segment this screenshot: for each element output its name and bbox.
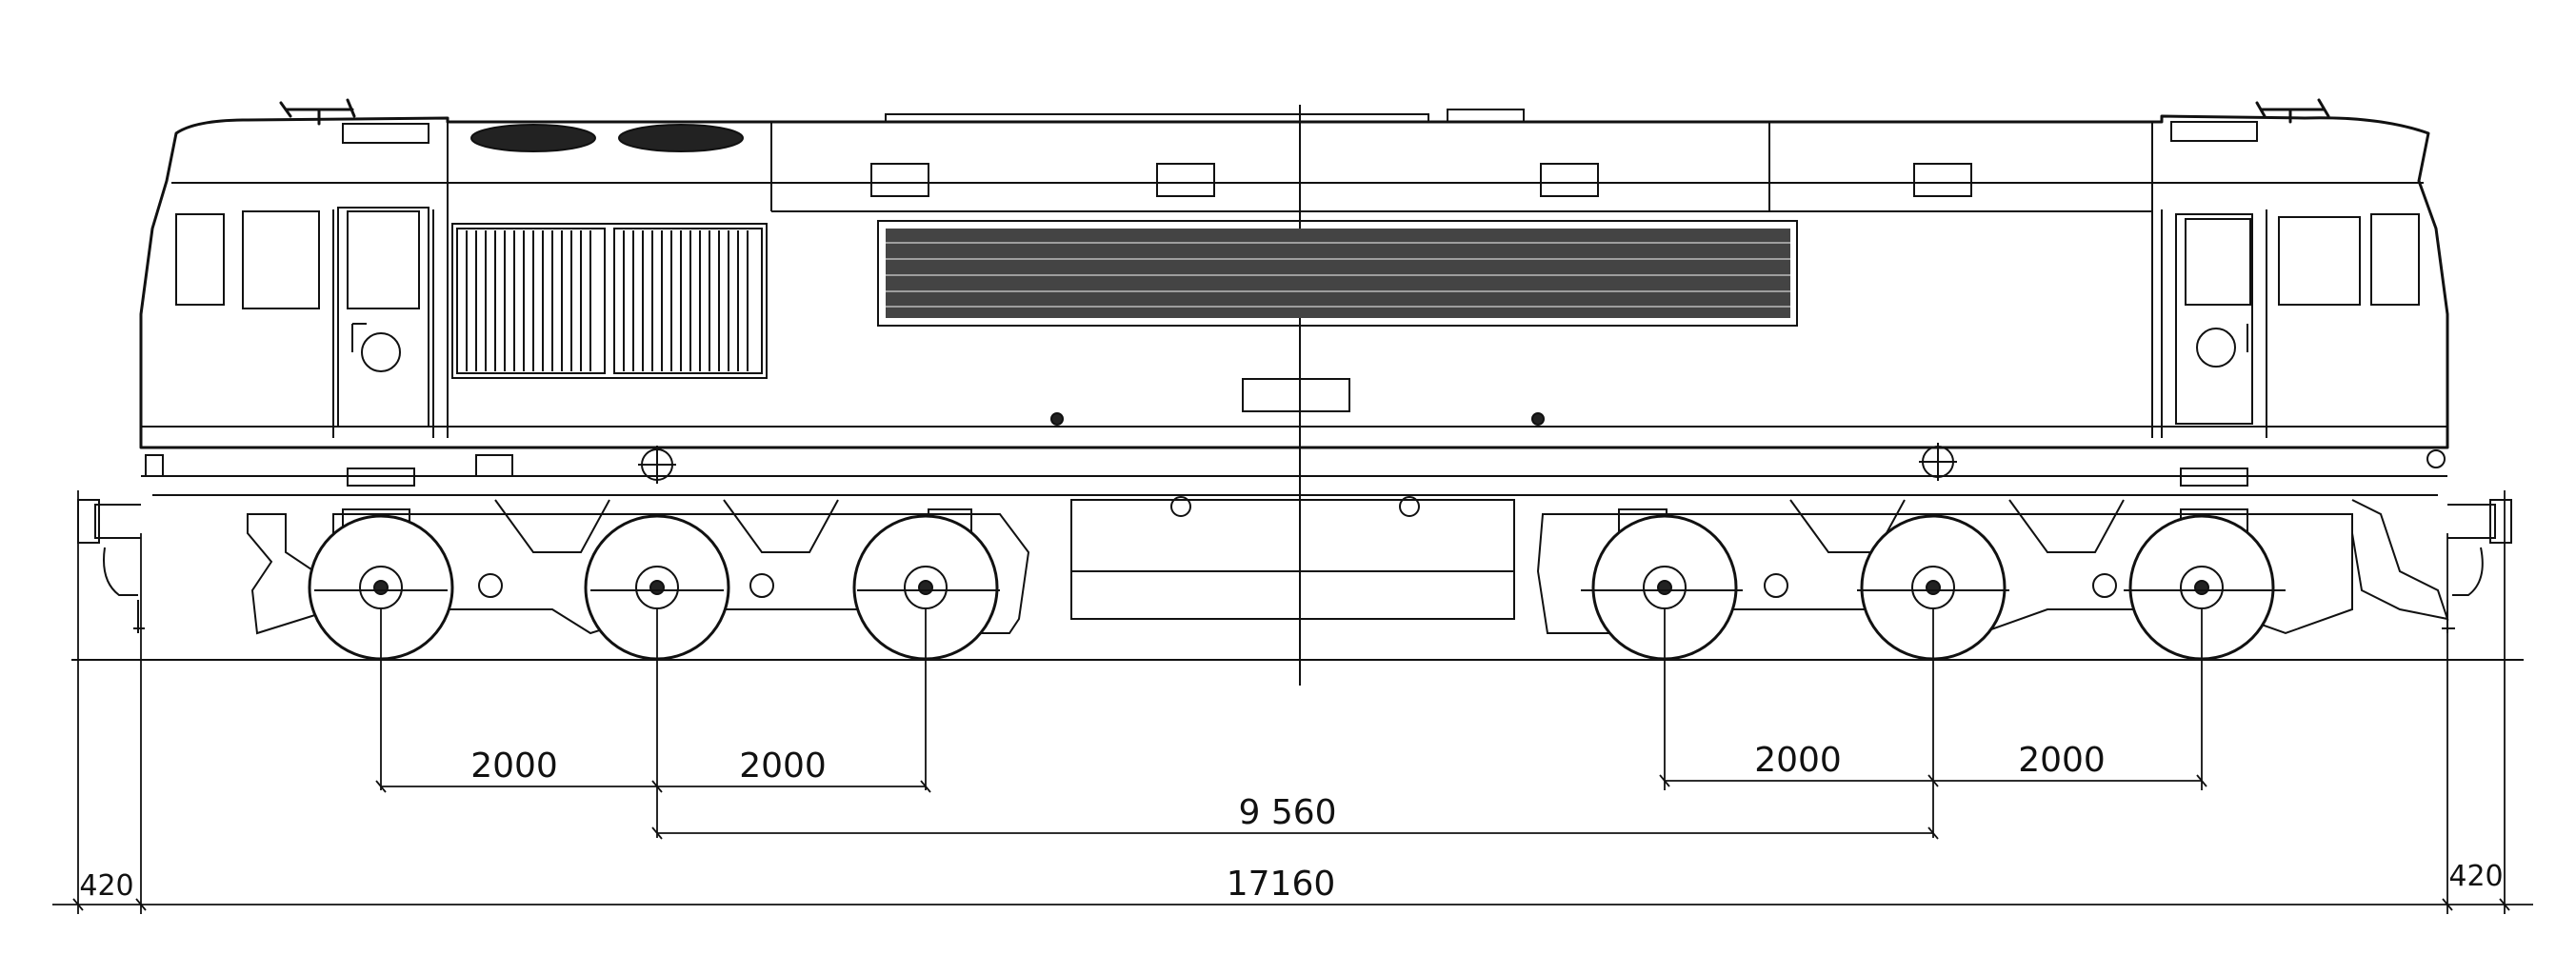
locomotive-body bbox=[139, 98, 2449, 686]
dimension-lines bbox=[52, 490, 2533, 914]
right-buffer bbox=[2442, 499, 2512, 633]
left-buffer bbox=[77, 499, 145, 633]
dim-right-overhang: 420 bbox=[2448, 860, 2503, 893]
dim-bogie-centres: 9 560 bbox=[1238, 793, 1336, 832]
dim-left-overhang: 420 bbox=[79, 869, 133, 903]
underframe bbox=[1070, 496, 1515, 620]
right-horn-icon bbox=[2255, 98, 2330, 124]
roof-hatch-1 bbox=[470, 124, 596, 152]
left-cab bbox=[175, 207, 429, 487]
right-bogie bbox=[1536, 443, 2449, 661]
dim-left-bogie-axle-1-2: 2000 bbox=[470, 746, 558, 786]
dim-body-length: 17160 bbox=[1227, 865, 1336, 904]
left-bogie bbox=[247, 446, 1030, 661]
dim-right-bogie-axle-1-2: 2000 bbox=[1754, 741, 1842, 780]
right-cab bbox=[2175, 213, 2420, 487]
main-radiator-grille bbox=[877, 220, 1798, 327]
roof-hatch-2 bbox=[618, 124, 744, 152]
dim-left-bogie-axle-2-3: 2000 bbox=[739, 746, 827, 786]
dim-right-bogie-axle-2-3: 2000 bbox=[2018, 741, 2106, 780]
left-louvres bbox=[451, 223, 768, 379]
left-horn-icon bbox=[279, 98, 356, 126]
